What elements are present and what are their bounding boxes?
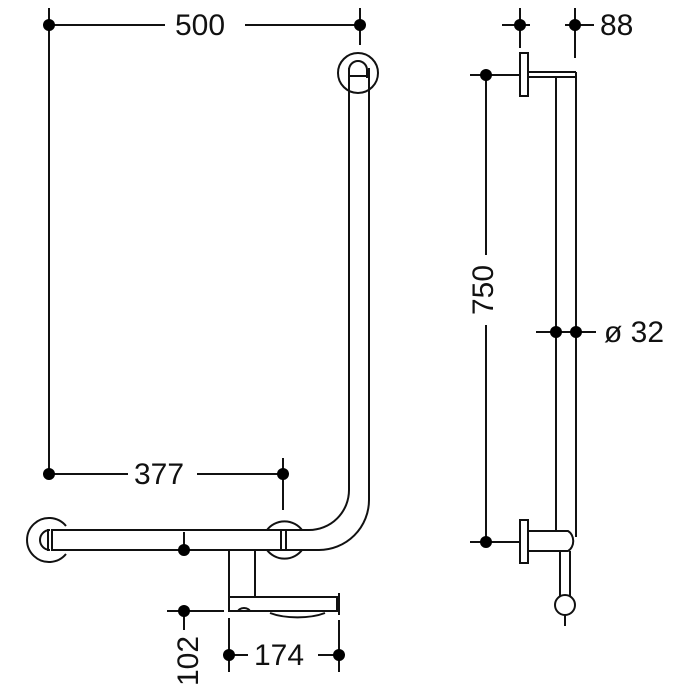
dim-label-diameter: ø 32 (600, 318, 669, 348)
dim-174 (223, 618, 345, 672)
roll-holder (228, 551, 340, 619)
mid-rosette (266, 520, 303, 560)
dim-88 (502, 8, 594, 58)
left-rosette (26, 517, 67, 563)
dim-32 (536, 326, 596, 338)
dim-label-500: 500 (171, 11, 230, 41)
dim-label-102: 102 (172, 631, 205, 691)
dim-377 (43, 458, 289, 510)
side-view (470, 8, 596, 626)
top-flange (519, 52, 576, 97)
bottom-flange (519, 519, 576, 626)
dim-102 (167, 605, 224, 630)
front-view (26, 8, 379, 672)
dim-label-88: 88 (596, 11, 638, 41)
dim-label-174: 174 (250, 641, 309, 671)
dim-500 (43, 8, 366, 470)
top-rosette (337, 52, 379, 94)
l-rail (52, 68, 370, 551)
dim-750 (470, 69, 520, 548)
dim-label-750: 750 (467, 260, 500, 320)
dim-label-377: 377 (130, 460, 189, 490)
side-tube (555, 72, 577, 537)
